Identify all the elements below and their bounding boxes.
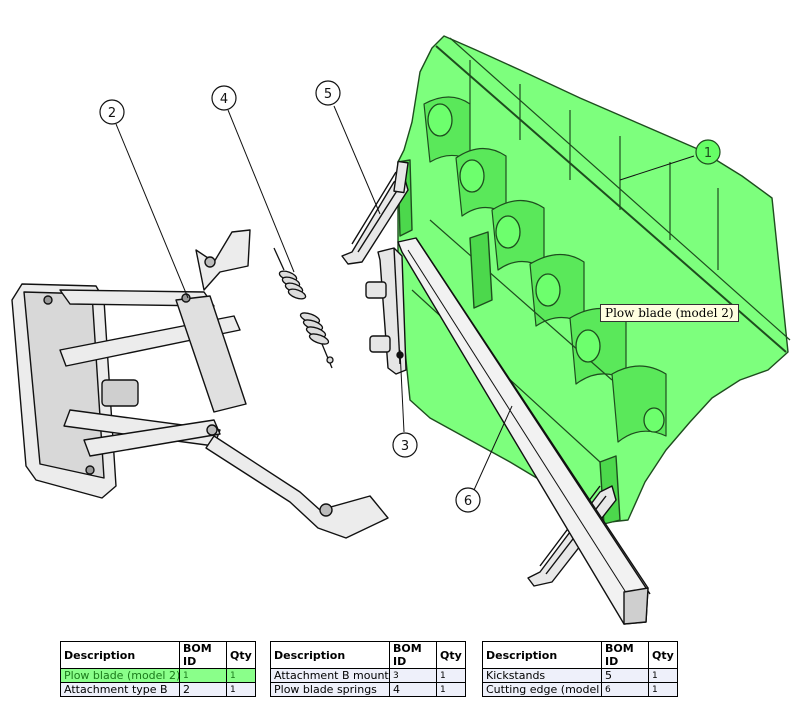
header-description: Description xyxy=(270,641,390,669)
callout-3[interactable]: 3 xyxy=(392,432,418,458)
bom-row[interactable]: Attachment B mount kit 3 1 xyxy=(270,668,466,683)
bom-id: 4 xyxy=(389,682,437,697)
bom-id: 1 xyxy=(179,668,227,683)
bom-table-1: Description BOM ID Qty Plow blade (model… xyxy=(60,641,256,697)
header-description: Description xyxy=(482,641,602,669)
callout-4[interactable]: 4 xyxy=(211,85,237,111)
part-tooltip: Plow blade (model 2) xyxy=(600,304,739,322)
bom-table-2: Description BOM ID Qty Attachment B moun… xyxy=(270,641,466,697)
bom-id: 2 xyxy=(179,682,227,697)
callout-2[interactable]: 2 xyxy=(99,99,125,125)
part-plow-blade[interactable] xyxy=(397,35,791,525)
bom-qty: 1 xyxy=(436,682,466,697)
header-qty: Qty xyxy=(648,641,678,669)
part-mount-kit[interactable] xyxy=(365,247,407,375)
bom-qty: 1 xyxy=(436,668,466,683)
header-description: Description xyxy=(60,641,180,669)
header-bom-id: BOM ID xyxy=(179,641,227,669)
bom-qty: 1 xyxy=(648,682,678,697)
callout-5-label: 5 xyxy=(324,87,332,102)
callout-6-label: 6 xyxy=(464,494,472,509)
bom-row[interactable]: Plow blade springs 4 1 xyxy=(270,682,466,697)
callout-6[interactable]: 6 xyxy=(455,487,481,513)
bom-qty: 1 xyxy=(226,668,256,683)
bom-row[interactable]: Cutting edge (model 2) 6 1 xyxy=(482,682,678,697)
part-springs[interactable] xyxy=(273,247,334,369)
bom-qty: 1 xyxy=(648,668,678,683)
bom-row[interactable]: Attachment type B 2 1 xyxy=(60,682,256,697)
header-bom-id: BOM ID xyxy=(389,641,437,669)
bom-table-header: Description BOM ID Qty xyxy=(270,641,466,669)
header-bom-id: BOM ID xyxy=(601,641,649,669)
header-qty: Qty xyxy=(436,641,466,669)
callout-3-label: 3 xyxy=(401,439,409,454)
bom-description: Cutting edge (model 2) xyxy=(482,682,602,697)
bom-description: Attachment B mount kit xyxy=(270,668,390,683)
bom-id: 3 xyxy=(389,668,437,683)
bom-id: 6 xyxy=(601,682,649,697)
part-cutting-edge[interactable] xyxy=(397,237,651,625)
callout-5[interactable]: 5 xyxy=(315,80,341,106)
bom-table-3: Description BOM ID Qty Kickstands 5 1 Cu… xyxy=(482,641,678,697)
bom-description: Plow blade springs xyxy=(270,682,390,697)
bom-table-header: Description BOM ID Qty xyxy=(60,641,256,669)
bom-description: Plow blade (model 2) xyxy=(60,668,180,683)
callout-2-label: 2 xyxy=(108,106,116,121)
leader-lines xyxy=(115,105,695,491)
callout-1-label: 1 xyxy=(704,146,712,161)
bom-description: Kickstands xyxy=(482,668,602,683)
bom-qty: 1 xyxy=(226,682,256,697)
callout-4-label: 4 xyxy=(220,92,228,107)
bom-row[interactable]: Kickstands 5 1 xyxy=(482,668,678,683)
header-qty: Qty xyxy=(226,641,256,669)
part-attachment-frame[interactable] xyxy=(11,229,389,539)
bom-description: Attachment type B xyxy=(60,682,180,697)
callout-1[interactable]: 1 xyxy=(695,139,721,165)
bom-id: 5 xyxy=(601,668,649,683)
bom-row[interactable]: Plow blade (model 2) 1 1 xyxy=(60,668,256,683)
bom-table-header: Description BOM ID Qty xyxy=(482,641,678,669)
